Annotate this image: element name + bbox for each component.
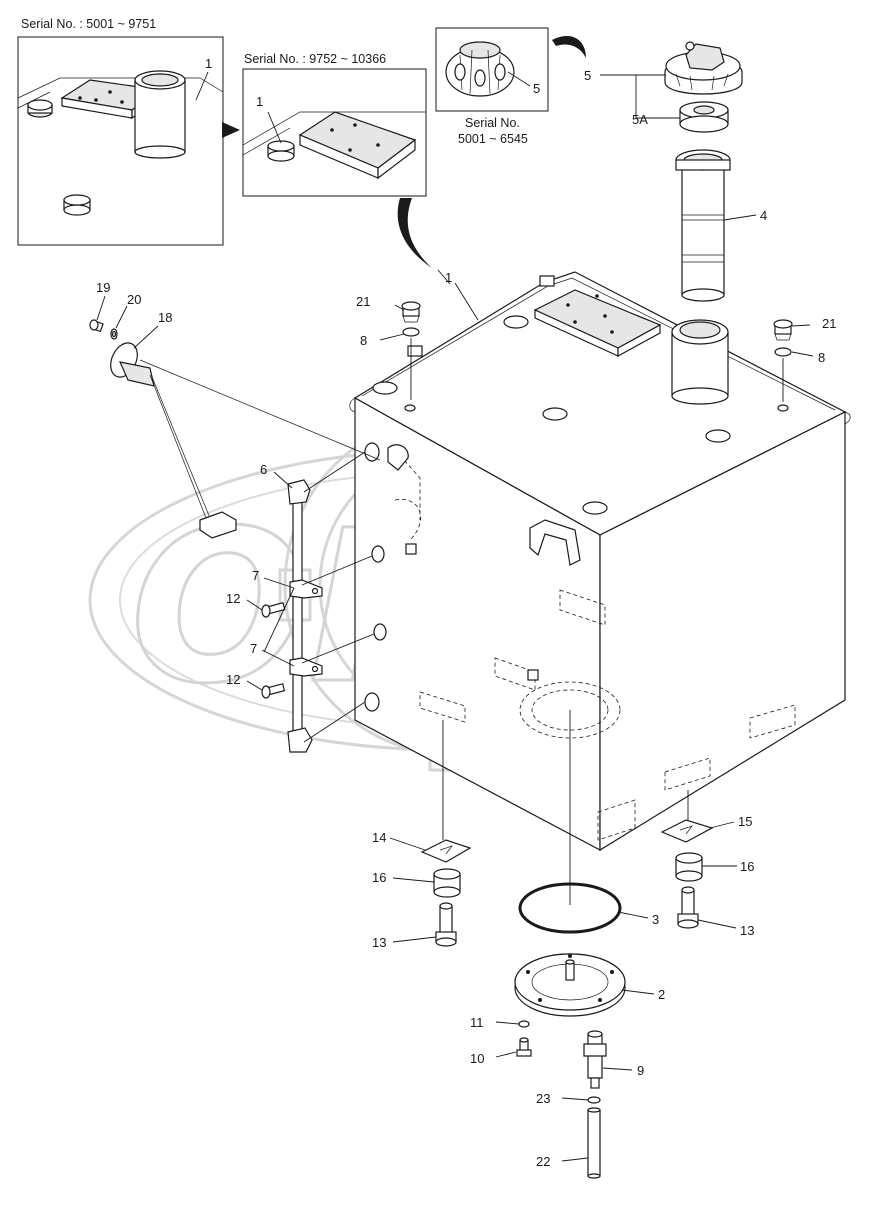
o-ring-3 xyxy=(518,882,622,934)
callout-13-left: 13 xyxy=(372,935,386,950)
fitting-9 xyxy=(583,1030,607,1089)
filler-cap xyxy=(664,41,743,95)
filler-strainer xyxy=(675,149,731,302)
pipe-22 xyxy=(587,1107,601,1179)
bolt-13-right xyxy=(677,886,699,929)
rubber-16-left xyxy=(433,868,461,898)
callout-2: 2 xyxy=(658,987,665,1002)
callout-21-left: 21 xyxy=(356,294,370,309)
screw-12-lower xyxy=(261,683,286,699)
callout-15: 15 xyxy=(738,814,752,829)
rubber-16-right xyxy=(675,852,703,882)
washer-11 xyxy=(518,1020,530,1028)
callout-12-upper: 12 xyxy=(226,591,240,606)
plug-21-right xyxy=(773,319,793,402)
callout-12-lower: 12 xyxy=(226,672,240,687)
callout-16-left: 16 xyxy=(372,870,386,885)
callout-9: 9 xyxy=(637,1063,644,1078)
callout-8-right: 8 xyxy=(818,350,825,365)
hydraulic-tank xyxy=(349,271,851,852)
detail-box-serial-5001-9751: Serial No. : 5001 ~ 9751 1 xyxy=(17,17,240,246)
callout-7-lower: 7 xyxy=(250,641,257,656)
callout-1: 1 xyxy=(445,270,452,285)
callout-numbers: 1 2 3 4 5 5A 6 7 7 8 8 9 10 11 12 12 13 … xyxy=(96,68,836,1169)
detail-box-2-callout: 1 xyxy=(256,94,263,109)
callout-18: 18 xyxy=(158,310,172,325)
detail-box-3-caption-line2: 5001 ~ 6545 xyxy=(458,132,528,146)
callout-4: 4 xyxy=(760,208,767,223)
callout-8-left: 8 xyxy=(360,333,367,348)
callout-20: 20 xyxy=(127,292,141,307)
level-gauge xyxy=(261,451,375,753)
callout-3: 3 xyxy=(652,912,659,927)
shim-14 xyxy=(420,839,472,863)
callout-leaders xyxy=(96,74,814,1162)
detail-box-3-callout: 5 xyxy=(533,81,540,96)
callout-14: 14 xyxy=(372,830,386,845)
screw-12-upper xyxy=(261,602,286,618)
callout-10: 10 xyxy=(470,1051,484,1066)
detail-box-2-caption: Serial No. : 9752 ~ 10366 xyxy=(244,52,386,66)
detail-box-serial-9752-10366: Serial No. : 9752 ~ 10366 1 xyxy=(242,52,427,197)
callout-5a: 5A xyxy=(632,112,648,127)
detail-arrow-3 xyxy=(552,36,586,58)
callout-23: 23 xyxy=(536,1091,550,1106)
callout-13-right: 13 xyxy=(740,923,754,938)
bolt-13-left xyxy=(435,902,457,947)
callout-21-right: 21 xyxy=(822,316,836,331)
detail-arrow-2 xyxy=(397,198,432,268)
ring-23 xyxy=(587,1096,601,1104)
callout-22: 22 xyxy=(536,1154,550,1169)
callout-16-right: 16 xyxy=(740,859,754,874)
tank-bosses xyxy=(372,275,789,515)
callout-19: 19 xyxy=(96,280,110,295)
level-sensor xyxy=(89,319,381,539)
detail-box-1-callout: 1 xyxy=(205,56,212,71)
shim-15 xyxy=(660,819,714,843)
detail-box-1-caption: Serial No. : 5001 ~ 9751 xyxy=(21,17,156,31)
detail-box-3-caption-line1: Serial No. xyxy=(465,116,520,130)
detail-box-serial-5001-6545: 5 Serial No. 5001 ~ 6545 xyxy=(435,27,549,146)
callout-6: 6 xyxy=(260,462,267,477)
adapter-5a xyxy=(679,101,729,133)
cover-2 xyxy=(514,953,626,1017)
callout-11: 11 xyxy=(470,1015,484,1030)
bolt-10 xyxy=(516,1037,532,1057)
callout-7-upper: 7 xyxy=(252,568,259,583)
plug-21-left xyxy=(401,301,421,400)
callout-5: 5 xyxy=(584,68,591,83)
